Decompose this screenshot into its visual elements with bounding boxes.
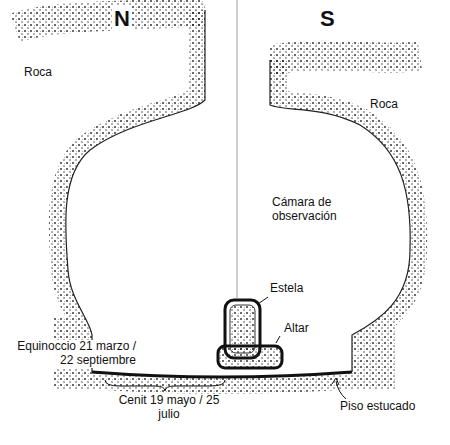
compass-label: S [318, 6, 337, 31]
part-label: Altar [282, 322, 311, 336]
compass-label: N [112, 6, 132, 31]
altar [218, 346, 282, 368]
rock-surface [270, 56, 420, 60]
part-label: Estela [268, 282, 305, 296]
brace [105, 380, 225, 391]
region-label: Cámara de observación [270, 196, 366, 224]
region-label: Roca [368, 98, 400, 112]
note-label: Cenit 19 mayo / 25 julio [112, 394, 226, 422]
leader-line [258, 297, 268, 304]
region-label: Roca [22, 66, 54, 80]
chamber-outline [270, 60, 410, 372]
rock-surface [15, 10, 205, 28]
chamber-interior [66, 0, 411, 377]
chamber-outline [66, 10, 205, 372]
leader-arrow [336, 381, 346, 399]
stucco-floor [92, 372, 352, 377]
note-label: Piso estucado [338, 400, 417, 414]
note-label: Equinoccio 21 marzo / 22 septiembre [6, 340, 138, 368]
arrow-head [332, 378, 339, 385]
meridian-line [237, 0, 238, 298]
leader-line [276, 336, 280, 343]
